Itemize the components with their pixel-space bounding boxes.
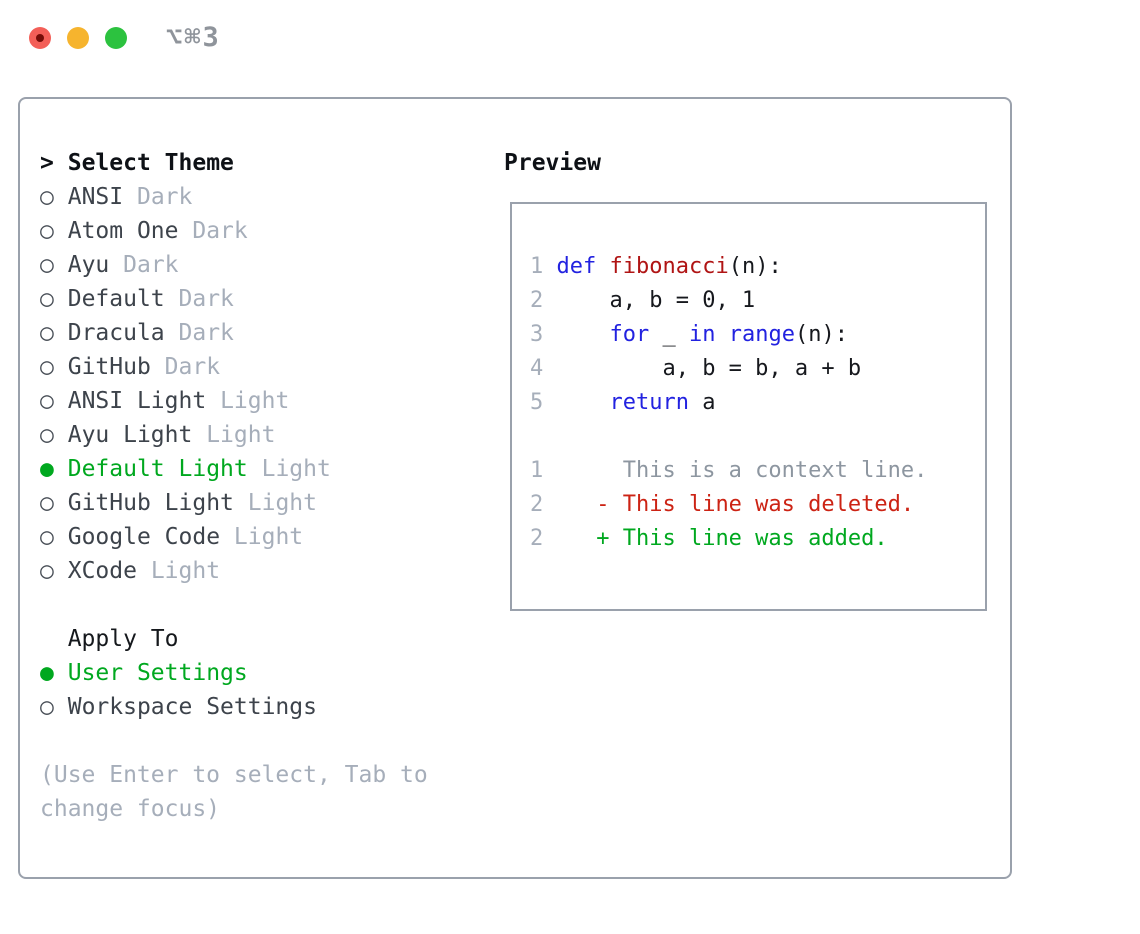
- theme-option-default[interactable]: ○ Default Dark: [40, 286, 234, 312]
- apply-option-user-settings[interactable]: ● User Settings: [40, 660, 248, 686]
- code-line-4: 4 a, b = b, a + b: [530, 356, 862, 381]
- diff-line-context: 1 This is a context line.: [530, 458, 928, 483]
- code-preview: 1 def fibonacci(n): 2 a, b = 0, 1 3 for _ …: [512, 204, 985, 556]
- select-theme-header: > Select Theme: [40, 146, 470, 180]
- select-theme-title: Select Theme: [67, 150, 234, 176]
- theme-option-ansi-light[interactable]: ○ ANSI Light Light: [40, 388, 290, 414]
- window-title: ⌥⌘3: [166, 22, 221, 53]
- apply-to-title: Apply To: [67, 626, 179, 652]
- code-line-3: 3 for _ in range(n):: [530, 322, 848, 347]
- code-line-2: 2 a, b = 0, 1: [530, 288, 756, 313]
- code-line-5: 5 return a: [530, 390, 716, 415]
- theme-option-xcode[interactable]: ○ XCode Light: [40, 558, 221, 584]
- code-line-1: 1 def fibonacci(n):: [530, 254, 782, 279]
- diff-line-deleted: 2 - This line was deleted.: [530, 492, 915, 517]
- theme-option-atom-one[interactable]: ○ Atom One Dark: [40, 218, 248, 244]
- theme-option-dracula[interactable]: ○ Dracula Dark: [40, 320, 234, 346]
- theme-option-github-light[interactable]: ○ GitHub Light Light: [40, 490, 317, 516]
- code-block: 1 def fibonacci(n): 2 a, b = 0, 1 3 for _ …: [530, 250, 985, 420]
- preview-pane: 1 def fibonacci(n): 2 a, b = 0, 1 3 for _ …: [510, 202, 987, 611]
- theme-option-github[interactable]: ○ GitHub Dark: [40, 354, 221, 380]
- apply-to-list: ● User Settings ○ Workspace Settings: [40, 656, 470, 724]
- theme-option-ansi[interactable]: ○ ANSI Dark: [40, 184, 193, 210]
- prompt-caret-icon: >: [40, 150, 54, 176]
- keyboard-hint: (Use Enter to select, Tab to change focu…: [40, 762, 428, 822]
- diff-line-added: 2 + This line was added.: [530, 526, 888, 551]
- spacer: [40, 588, 470, 622]
- minimize-button[interactable]: [67, 27, 89, 49]
- diff-block: 1 This is a context line. 2 - This line w…: [530, 454, 985, 556]
- theme-option-ayu[interactable]: ○ Ayu Dark: [40, 252, 179, 278]
- close-button[interactable]: [29, 27, 51, 49]
- apply-to-header: Apply To: [40, 622, 470, 656]
- theme-list: ○ ANSI Dark ○ Atom One Dark ○ Ayu Dark ○ De…: [40, 180, 470, 588]
- zoom-button[interactable]: [105, 27, 127, 49]
- preview-title: Preview: [504, 150, 601, 176]
- theme-option-default-light[interactable]: ● Default Light Light: [40, 456, 331, 482]
- app-window: > Select Theme ○ ANSI Dark ○ Atom One Dar…: [18, 97, 1012, 879]
- theme-option-ayu-light[interactable]: ○ Ayu Light Light: [40, 422, 276, 448]
- apply-option-workspace-settings[interactable]: ○ Workspace Settings: [40, 694, 317, 720]
- theme-menu: > Select Theme ○ ANSI Dark ○ Atom One Dar…: [40, 146, 470, 826]
- recording-dot-icon: [36, 34, 44, 42]
- theme-option-google-code[interactable]: ○ Google Code Light: [40, 524, 304, 550]
- titlebar: ⌥⌘3: [0, 0, 1140, 76]
- spacer: [40, 724, 470, 758]
